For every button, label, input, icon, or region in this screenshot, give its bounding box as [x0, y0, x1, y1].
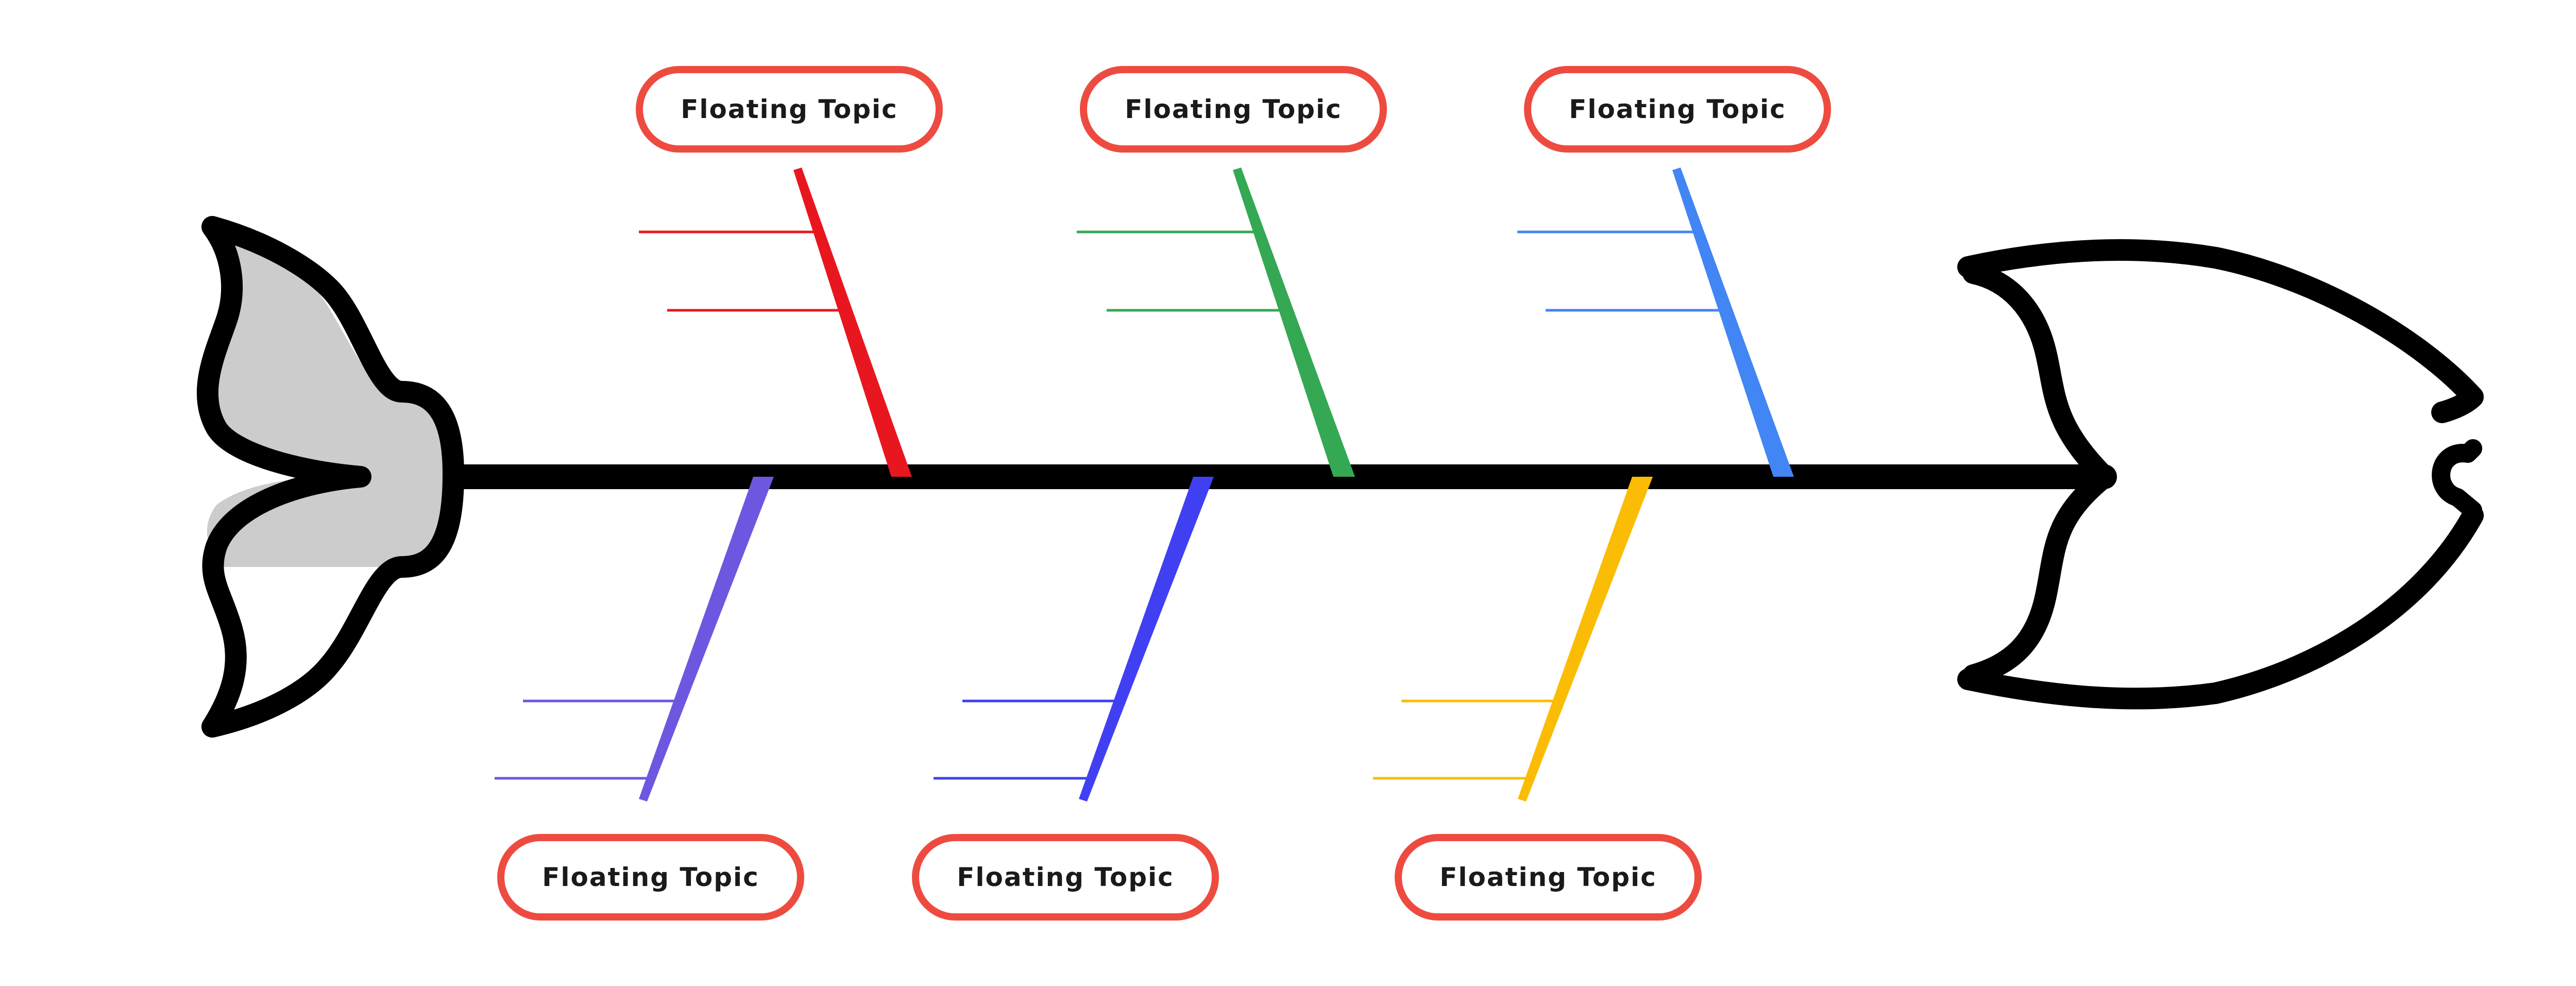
head-upper-cheek: [1962, 262, 2115, 488]
bone-top-3: [1517, 168, 1794, 477]
head-upper-outline: [1957, 239, 2484, 423]
tail-fill: [207, 227, 453, 567]
bone-top-3-main: [1672, 168, 1794, 477]
bone-top-1-main: [793, 168, 912, 477]
tail-outline: [196, 216, 464, 738]
bone-bottom-2: [934, 477, 1214, 801]
bone-bottom-1: [495, 477, 774, 801]
bone-bottom-3: [1373, 477, 1653, 801]
bone-bottom-2-main: [1079, 477, 1214, 801]
head-mouth: [2432, 439, 2482, 520]
floating-topic-top-3[interactable]: Floating Topic: [1524, 66, 1831, 153]
floating-topic-bottom-3[interactable]: Floating Topic: [1395, 834, 1702, 921]
bone-bottom-1-main: [639, 477, 774, 801]
floating-topic-top-1[interactable]: Floating Topic: [636, 66, 943, 153]
fish-head: [1957, 239, 2484, 710]
bone-top-2-main: [1233, 168, 1355, 477]
floating-topic-top-2[interactable]: Floating Topic: [1080, 66, 1387, 153]
fish-tail: [196, 216, 464, 738]
bone-top-1: [639, 168, 912, 477]
head-lower-cheek: [1962, 466, 2115, 686]
head-lower-outline: [1957, 505, 2484, 710]
floating-topic-bottom-1[interactable]: Floating Topic: [497, 834, 804, 921]
bone-bottom-3-main: [1518, 477, 1653, 801]
floating-topic-bottom-2[interactable]: Floating Topic: [912, 834, 1219, 921]
bone-top-2: [1077, 168, 1355, 477]
